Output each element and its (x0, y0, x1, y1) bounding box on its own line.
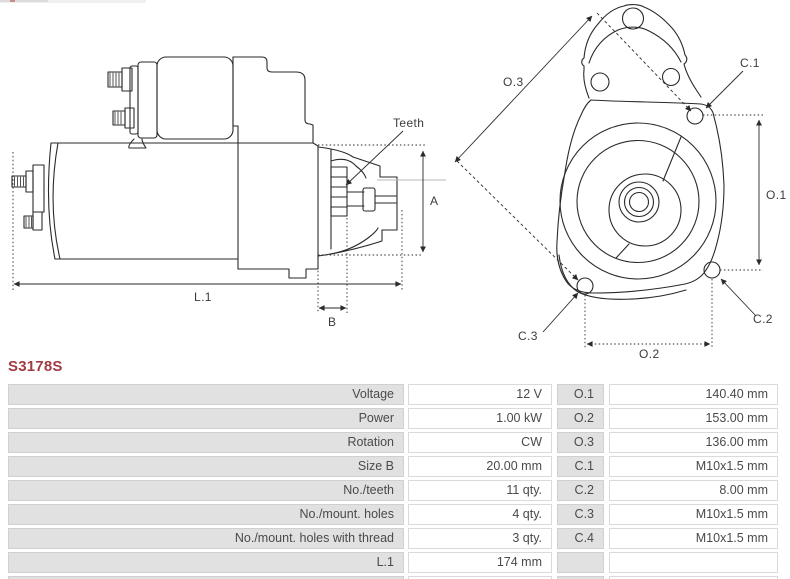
table-row: No./mount. holes 4 qty. C.3 M10x1.5 mm (8, 504, 782, 525)
spec-value-cell: 3 qty. (408, 528, 552, 549)
spec-label-cell: No./mount. holes with thread (8, 528, 404, 549)
side-view-labels: Teeth A L.1 B (194, 116, 438, 329)
side-view-dimensions (12, 130, 446, 313)
motor-body-cap-arc (52, 142, 61, 260)
pinion-gear (330, 166, 348, 217)
front-view-dimensions (454, 12, 763, 349)
hub-circle-1 (618, 181, 660, 223)
part-number: S3178S (8, 358, 63, 375)
spec-value-cell: 1.00 kW (408, 408, 552, 429)
dim-label-c1: C.1 (740, 56, 760, 70)
table-row: No./teeth 11 qty. C.2 8.00 mm (8, 480, 782, 501)
spec-dim-label-cell: O.3 (557, 432, 604, 453)
flange-circle-outer (559, 122, 717, 280)
top-bracket (581, 4, 702, 99)
spec-value-cell: 174 mm (408, 552, 552, 573)
spec-dim-value-cell: 136.00 mm (609, 432, 778, 453)
spec-dim-value-cell: 140.40 mm (609, 384, 778, 405)
mount-hole-c1 (686, 107, 704, 125)
spec-dim-label-cell (557, 552, 604, 573)
bracket-hole-right (661, 67, 681, 87)
hub-circle-2 (623, 186, 655, 218)
spec-value-cell: 12 V (408, 384, 552, 405)
spec-dim-label-cell: C.4 (557, 528, 604, 549)
spec-dim-label-cell: O.1 (557, 384, 604, 405)
output-shaft (346, 187, 397, 212)
dim-label-o2: O.2 (639, 347, 660, 360)
spec-dim-value-cell: M10x1.5 mm (609, 456, 778, 477)
dim-label-b: B (328, 315, 336, 329)
spec-label-cell: Size B (8, 456, 404, 477)
spec-dim-label-cell: C.2 (557, 480, 604, 501)
body-terminal-studs (11, 164, 45, 231)
spec-dim-value-cell (609, 552, 778, 573)
label-teeth: Teeth (393, 116, 424, 130)
artifact-segment (0, 0, 48, 2)
drive-housing (232, 56, 398, 279)
front-view-labels: O.3 C.1 O.1 C.2 C.3 O.2 (503, 56, 787, 360)
spec-value-cell: 11 qty. (408, 480, 552, 501)
dim-label-a: A (430, 194, 438, 208)
table-row: Voltage 12 V O.1 140.40 mm (8, 384, 782, 405)
spec-label-cell: No./mount. holes (8, 504, 404, 525)
spec-dim-label-cell: O.2 (557, 408, 604, 429)
spec-value-cell: CW (408, 432, 552, 453)
table-partial-row (8, 576, 782, 579)
hub-plate-circle (608, 173, 682, 247)
spec-dim-label-cell: C.3 (557, 504, 604, 525)
spec-label-cell: Rotation (8, 432, 404, 453)
spec-label-cell: L.1 (8, 552, 404, 573)
table-row: No./mount. holes with thread 3 qty. C.4 … (8, 528, 782, 549)
table-row: Power 1.00 kW O.2 153.00 mm (8, 408, 782, 429)
shaft-bore-circle (628, 191, 650, 213)
table-row: Rotation CW O.3 136.00 mm (8, 432, 782, 453)
dim-label-c2: C.2 (753, 312, 773, 326)
dim-label-l1: L.1 (194, 290, 212, 304)
hub-spoke-upper (662, 136, 682, 182)
spec-value-cell: 20.00 mm (408, 456, 552, 477)
dim-label-c3: C.3 (518, 329, 538, 343)
motor-body (47, 142, 239, 260)
top-bracket-inner-arc (588, 26, 682, 64)
spec-dim-value-cell: 153.00 mm (609, 408, 778, 429)
hub-spoke-lower (615, 243, 630, 259)
spec-dim-value-cell: M10x1.5 mm (609, 504, 778, 525)
spec-dim-label-cell: C.1 (557, 456, 604, 477)
bracket-hole-left (590, 72, 610, 92)
bracket-hole-top (621, 7, 645, 30)
spec-value-cell: 4 qty. (408, 504, 552, 525)
technical-drawing: Teeth A L.1 B (11, 4, 787, 360)
spec-table: Voltage 12 V O.1 140.40 mm Power 1.00 kW… (8, 384, 782, 579)
table-row: L.1 174 mm (8, 552, 782, 573)
spec-dim-label-cell (557, 576, 604, 579)
dim-label-o1: O.1 (766, 188, 787, 202)
spec-label-cell: Power (8, 408, 404, 429)
spec-dim-value-cell (609, 576, 778, 579)
solenoid (107, 56, 234, 149)
front-view-drawing (556, 4, 725, 300)
artifact-red-speck (10, 0, 15, 2)
flange-circle-mid (576, 139, 700, 264)
dim-label-o3: O.3 (503, 75, 524, 89)
spec-value-cell (408, 576, 552, 579)
table-row: Size B 20.00 mm C.1 M10x1.5 mm (8, 456, 782, 477)
spec-label-cell (8, 576, 404, 579)
spec-label-cell: No./teeth (8, 480, 404, 501)
spec-label-cell: Voltage (8, 384, 404, 405)
cropped-ui-artifact (0, 0, 146, 3)
side-view-drawing (11, 56, 398, 279)
spec-dim-value-cell: 8.00 mm (609, 480, 778, 501)
spec-dim-value-cell: M10x1.5 mm (609, 528, 778, 549)
mount-hole-c3 (576, 277, 594, 295)
